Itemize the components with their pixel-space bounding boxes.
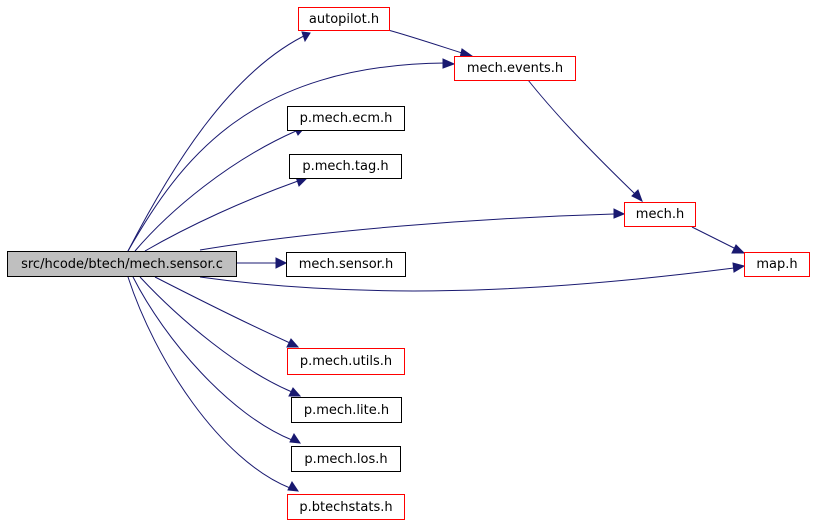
edge-mech-map: [691, 226, 737, 250]
node-mech-h[interactable]: mech.h: [624, 202, 696, 227]
arrow-mech-map: [731, 244, 746, 254]
edge-root-autopilot: [127, 32, 311, 252]
arrow-utils: [286, 338, 300, 348]
arrow-sensor: [275, 257, 288, 269]
edge-root-los: [132, 276, 293, 441]
edge-root-tag: [144, 180, 299, 252]
node-p-mech-tag-h[interactable]: p.mech.tag.h: [289, 154, 402, 179]
arrow-los: [289, 433, 302, 444]
edge-root-events: [127, 62, 446, 252]
arrow-autopilot: [301, 31, 311, 43]
node-p-mech-ecm-h[interactable]: p.mech.ecm.h: [287, 106, 405, 131]
node-map-h[interactable]: map.h: [744, 252, 810, 277]
arrow-lite: [288, 387, 302, 397]
arrow-btechstats: [287, 481, 300, 492]
edge-events-mech: [527, 79, 636, 195]
arrow-mech: [613, 208, 626, 219]
arrow-events: [442, 58, 456, 69]
edge-autopilot-events: [387, 29, 463, 54]
node-p-btechstats-h[interactable]: p.btechstats.h: [287, 494, 405, 520]
arrow-map: [732, 262, 746, 273]
edge-root-utils: [154, 276, 291, 344]
node-p-mech-los-h[interactable]: p.mech.los.h: [291, 446, 401, 472]
node-autopilot-h[interactable]: autopilot.h: [298, 7, 390, 31]
node-mech-sensor-c[interactable]: src/hcode/btech/mech.sensor.c: [7, 251, 237, 277]
node-mech-sensor-h[interactable]: mech.sensor.h: [286, 252, 406, 277]
edge-root-mech: [199, 213, 615, 251]
edge-root-ecm: [134, 130, 297, 252]
node-mech-events-h[interactable]: mech.events.h: [454, 56, 576, 81]
node-p-mech-lite-h[interactable]: p.mech.lite.h: [291, 397, 402, 423]
node-p-mech-utils-h[interactable]: p.mech.utils.h: [287, 348, 405, 375]
arrow-events-mech: [631, 189, 643, 203]
edge-root-map: [199, 267, 735, 292]
edge-root-lite: [139, 276, 293, 393]
edge-root-btechstats: [127, 276, 291, 489]
